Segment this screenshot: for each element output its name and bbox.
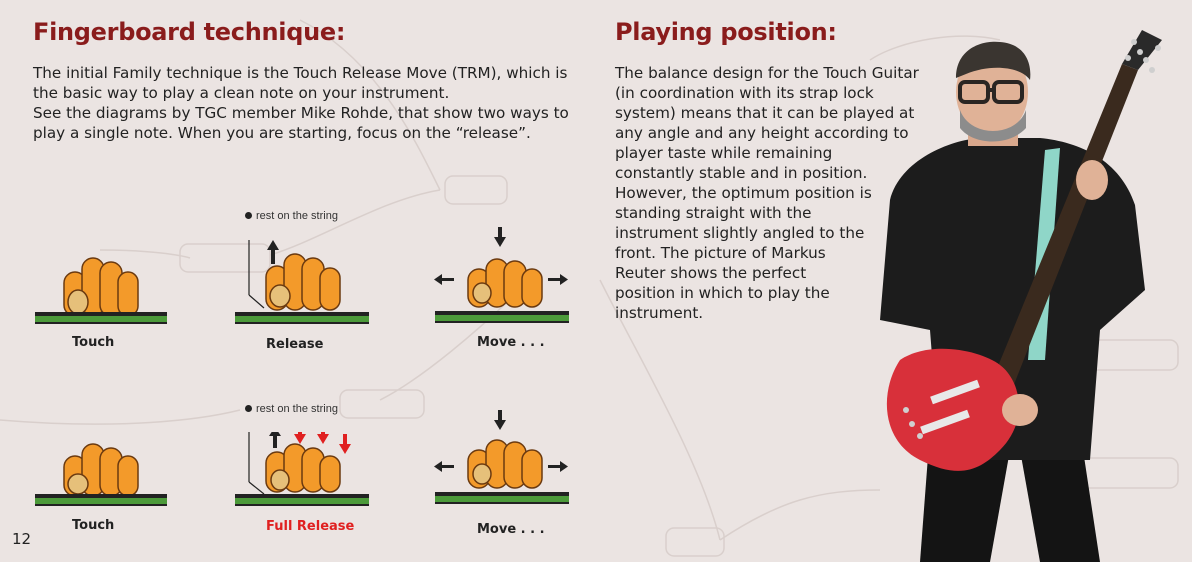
fingerboard-icon bbox=[235, 494, 369, 506]
hand-icon bbox=[63, 443, 139, 497]
fingerboard-icon bbox=[235, 312, 369, 324]
note-rest-on-string-2: rest on the string bbox=[245, 403, 338, 415]
diagram-release-1 bbox=[232, 240, 382, 350]
right-arrow-icon bbox=[548, 274, 568, 285]
dot-icon bbox=[245, 405, 252, 412]
caption-release-1: Release bbox=[266, 337, 324, 352]
caption-touch-1: Touch bbox=[72, 335, 115, 350]
fingerboard-icon bbox=[35, 494, 167, 506]
hand-icon bbox=[63, 257, 139, 317]
caption-move-1: Move . . . bbox=[477, 335, 545, 350]
left-arrow-icon bbox=[434, 274, 454, 285]
dot-icon bbox=[245, 212, 252, 219]
caption-full-release: Full Release bbox=[266, 519, 355, 534]
playing-position-heading: Playing position: bbox=[615, 18, 837, 46]
up-arrow-icon bbox=[269, 432, 281, 448]
hand-icon bbox=[467, 439, 543, 489]
hand-icon bbox=[265, 443, 341, 493]
diagram-touch-2 bbox=[30, 430, 180, 540]
right-arrow-icon bbox=[548, 461, 568, 472]
note-rest-on-string-1: rest on the string bbox=[245, 210, 338, 222]
diagram-move-1 bbox=[432, 225, 582, 335]
caption-touch-2: Touch bbox=[72, 518, 115, 533]
note-text: rest on the string bbox=[256, 210, 338, 222]
guitar-icon bbox=[886, 30, 1162, 471]
page-number: 12 bbox=[12, 530, 32, 548]
glasses-icon bbox=[958, 80, 1024, 104]
fingerboard-heading: Fingerboard technique: bbox=[33, 18, 346, 46]
down-arrow-icon bbox=[494, 227, 506, 247]
note-text: rest on the string bbox=[256, 403, 338, 415]
diagram-full-release bbox=[232, 432, 382, 542]
down-arrow-icon bbox=[494, 410, 506, 430]
left-arrow-icon bbox=[434, 461, 454, 472]
up-arrow-icon bbox=[267, 240, 279, 264]
diagram-move-2 bbox=[432, 408, 582, 518]
red-down-arrows-icon bbox=[294, 432, 351, 454]
fingerboard-icon bbox=[435, 492, 569, 504]
hand-icon bbox=[265, 253, 341, 311]
fingerboard-icon bbox=[435, 311, 569, 323]
caption-move-2: Move . . . bbox=[477, 522, 545, 537]
playing-position-body: The balance design for the Touch Guitar … bbox=[615, 64, 919, 322]
fingerboard-icon bbox=[35, 312, 167, 324]
guitarist-photo bbox=[880, 30, 1162, 562]
diagram-touch-1 bbox=[30, 240, 180, 350]
hand-icon bbox=[467, 258, 543, 308]
fingerboard-body: The initial Family technique is the Touc… bbox=[33, 64, 569, 142]
